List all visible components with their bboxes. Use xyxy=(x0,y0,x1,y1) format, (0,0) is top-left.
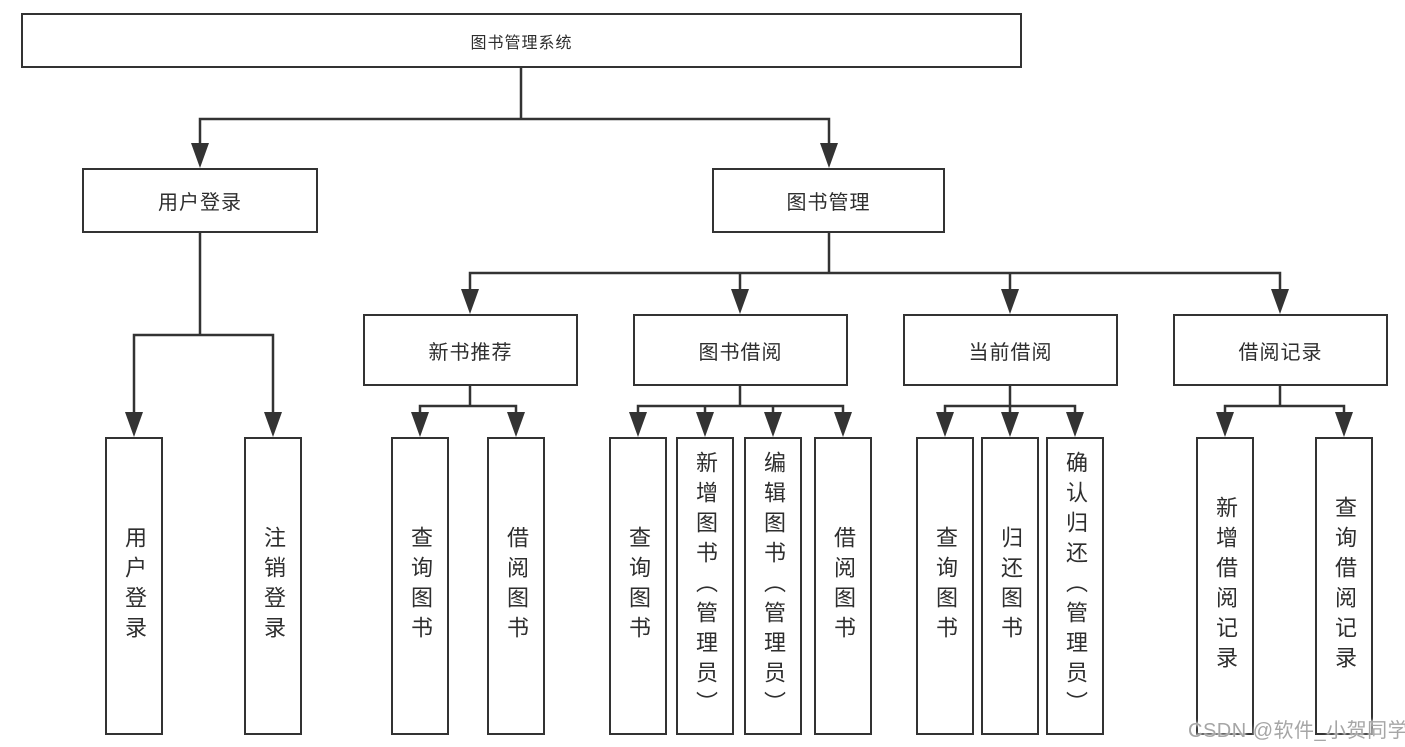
leaf-query-borrow-record: 查询借阅记录 xyxy=(1315,437,1373,735)
leaf-query-books-borrowing: 查询图书 xyxy=(609,437,667,735)
leaf-borrow-books-borrowing: 借阅图书 xyxy=(814,437,872,735)
leaf-logout: 注销登录 xyxy=(244,437,302,735)
leaf-add-borrow-record: 新增借阅记录 xyxy=(1196,437,1254,735)
leaf-confirm-return-admin: 确认归还（管理员） xyxy=(1046,437,1104,735)
leaf-add-book-admin: 新增图书（管理员） xyxy=(676,437,734,735)
leaf-query-books-recommend: 查询图书 xyxy=(391,437,449,735)
leaf-query-books-current: 查询图书 xyxy=(916,437,974,735)
leaf-return-book: 归还图书 xyxy=(981,437,1039,735)
node-current-borrowing: 当前借阅 xyxy=(903,314,1118,386)
leaf-user-login: 用户登录 xyxy=(105,437,163,735)
node-user-login: 用户登录 xyxy=(82,168,318,233)
node-new-book-recommendation: 新书推荐 xyxy=(363,314,578,386)
leaf-edit-book-admin: 编辑图书（管理员） xyxy=(744,437,802,735)
node-book-borrowing: 图书借阅 xyxy=(633,314,848,386)
csdn-watermark: CSDN @软件_小贺同学 xyxy=(1188,720,1405,742)
leaf-borrow-books-recommend: 借阅图书 xyxy=(487,437,545,735)
node-library-management-system: 图书管理系统 xyxy=(21,13,1022,68)
node-borrowing-records: 借阅记录 xyxy=(1173,314,1388,386)
node-book-management: 图书管理 xyxy=(712,168,945,233)
